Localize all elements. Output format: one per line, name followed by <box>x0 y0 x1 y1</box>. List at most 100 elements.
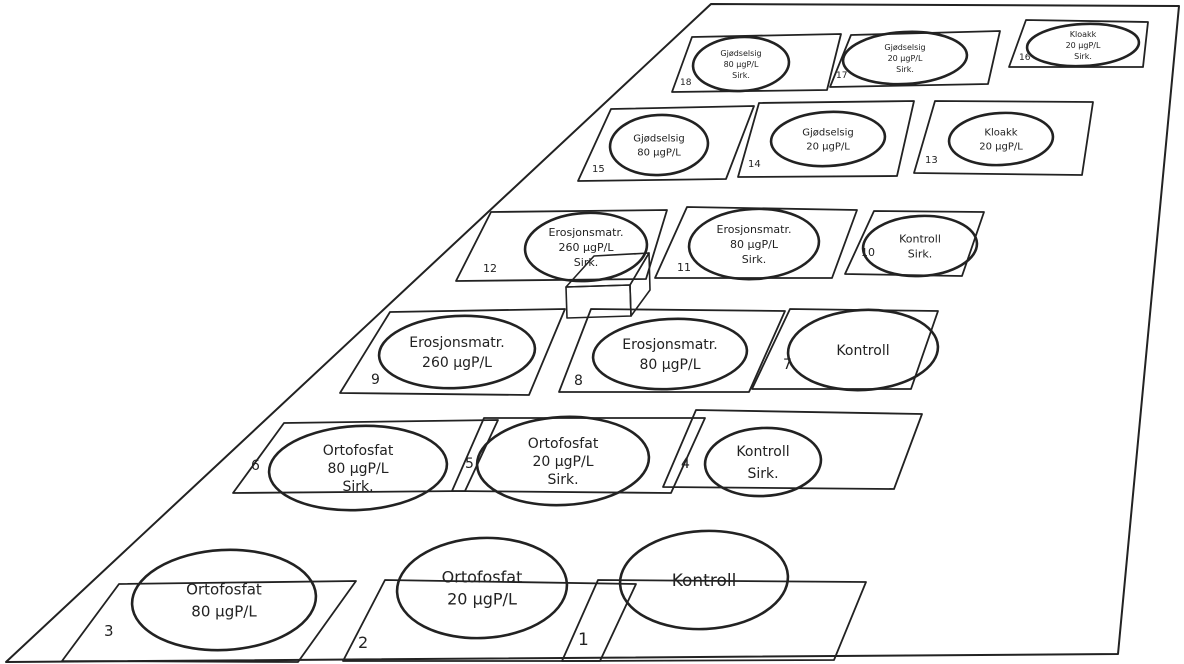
plot-label-line: Sirk. <box>1074 52 1092 61</box>
plot-number: 12 <box>483 262 497 275</box>
plot-frame <box>662 409 923 490</box>
plot-number: 8 <box>574 373 583 389</box>
plot-label-line: 80 µgP/L <box>191 602 257 620</box>
plot-number: 11 <box>677 261 691 274</box>
plot-label-line: 20 µgP/L <box>532 454 593 470</box>
plot-frame <box>1008 19 1149 68</box>
plot-label-line: Ortofosfat <box>323 443 394 459</box>
plot-label-line: Kontroll <box>836 343 889 359</box>
plot-number: 9 <box>371 372 380 388</box>
plot-frame <box>913 100 1094 176</box>
plot-number: 13 <box>925 155 938 166</box>
plot-label-line: Erosjonsmatr. <box>549 226 624 239</box>
plot-ring <box>947 111 1055 167</box>
plot-label-line: Kloakk <box>1070 30 1097 39</box>
instrument-box <box>565 252 651 319</box>
plot-6: Ortofosfat 80 µgP/L Sirk. 6 <box>232 419 499 512</box>
plot-label-line: Gjødselsig <box>633 134 684 145</box>
plot-label-line: Gjødselsig <box>802 128 853 139</box>
plot-label-line: 80 µgP/L <box>327 461 388 477</box>
plot-label-line: Sirk. <box>747 466 778 482</box>
plot-ring <box>1025 22 1141 68</box>
plot-label-line: 80 µgP/L <box>724 60 759 69</box>
plot-number: 5 <box>465 456 474 472</box>
plot-label-line: Sirk. <box>742 253 766 266</box>
plot-18: Gjødselsig 80 µgP/L Sirk. 18 <box>671 33 842 93</box>
plot-ring <box>691 35 791 93</box>
plot-13: Kloakk 20 µgP/L 13 <box>913 100 1094 176</box>
plot-label-line: Gjødselsig <box>884 43 925 52</box>
plot-label-line: 20 µgP/L <box>979 142 1023 153</box>
plot-ring <box>130 548 318 652</box>
plot-8: Erosjonsmatr. 80 µgP/L 8 <box>558 308 786 393</box>
plot-ring <box>841 30 969 86</box>
plot-label-line: Kloakk <box>984 128 1017 139</box>
plot-label-line: 80 µgP/L <box>639 357 700 373</box>
plot-ring <box>608 113 710 177</box>
plot-number: 6 <box>251 458 260 474</box>
plot-ring <box>523 211 649 283</box>
plot-label-line: Sirk. <box>342 479 373 495</box>
plot-label-line: Ortofosfat <box>186 580 262 598</box>
plot-ring <box>377 314 537 390</box>
plot-label-line: Erosjonsmatr. <box>409 335 504 351</box>
plot-9: Erosjonsmatr.260 µgP/L9 <box>339 308 566 396</box>
plot-ring <box>267 424 449 512</box>
plot-label-line: 20 µgP/L <box>888 54 923 63</box>
plot-frame <box>737 100 915 178</box>
plot-label-line: 80 µgP/L <box>637 148 681 159</box>
plot-16: Kloakk 20 µgP/L Sirk. 16 <box>1008 19 1149 68</box>
plot-ring <box>703 426 823 498</box>
plot-ring <box>687 207 821 281</box>
plot-number: 2 <box>358 633 368 652</box>
plot-frame <box>558 308 786 393</box>
plot-frame <box>561 579 867 662</box>
plot-frame <box>455 209 668 282</box>
plot-label-line: 20 µgP/L <box>806 142 850 153</box>
plot-label-line: Sirk. <box>908 247 932 260</box>
plot-frame <box>577 105 755 182</box>
plot-number: 15 <box>592 164 605 175</box>
plot-number: 18 <box>680 78 692 88</box>
plot-ring <box>395 536 569 640</box>
plot-label-line: Sirk. <box>732 71 750 80</box>
plot-label-line: 80 µgP/L <box>730 238 779 251</box>
plot-7: Kontroll 7 <box>751 308 940 392</box>
plot-number: 7 <box>783 357 792 373</box>
plot-number: 16 <box>1019 53 1031 63</box>
plot-label-line: Erosjonsmatr. <box>717 223 792 236</box>
plot-number: 3 <box>104 622 114 640</box>
plot-ring <box>861 214 979 278</box>
plot-frame <box>829 30 1001 88</box>
plot-label-line: Sirk. <box>896 65 914 74</box>
plot-label-line: Ortofosfat <box>528 436 599 452</box>
plot-11: Erosjonsmatr. 80 µgP/L Sirk. 11 <box>654 206 858 281</box>
plot-2: Ortofosfat 20 µgP/L 2 <box>342 536 637 662</box>
plot-number: 1 <box>578 630 589 650</box>
plot-label-line: Erosjonsmatr. <box>622 337 717 353</box>
plot-label-line: Gjødselsig <box>720 49 761 58</box>
plot-number: 4 <box>681 456 690 472</box>
plot-label-line: Ortofosfat <box>442 568 523 587</box>
plot-number: 10 <box>861 246 875 259</box>
plot-frame <box>232 419 499 494</box>
plot-3: Ortofosfat 80 µgP/L 3 <box>61 548 357 663</box>
plot-frame <box>342 579 637 662</box>
plot-label-line: Kontroll <box>899 232 941 245</box>
plot-label-line: 20 µgP/L <box>1066 41 1101 50</box>
plot-label-line: 20 µgP/L <box>447 590 517 609</box>
plot-frame <box>61 580 357 663</box>
plot-label-line: Kontroll <box>736 444 789 460</box>
plot-ring <box>786 308 940 392</box>
plot-frame <box>451 417 706 494</box>
plot-frame <box>339 308 566 396</box>
plot-ring <box>591 317 749 391</box>
